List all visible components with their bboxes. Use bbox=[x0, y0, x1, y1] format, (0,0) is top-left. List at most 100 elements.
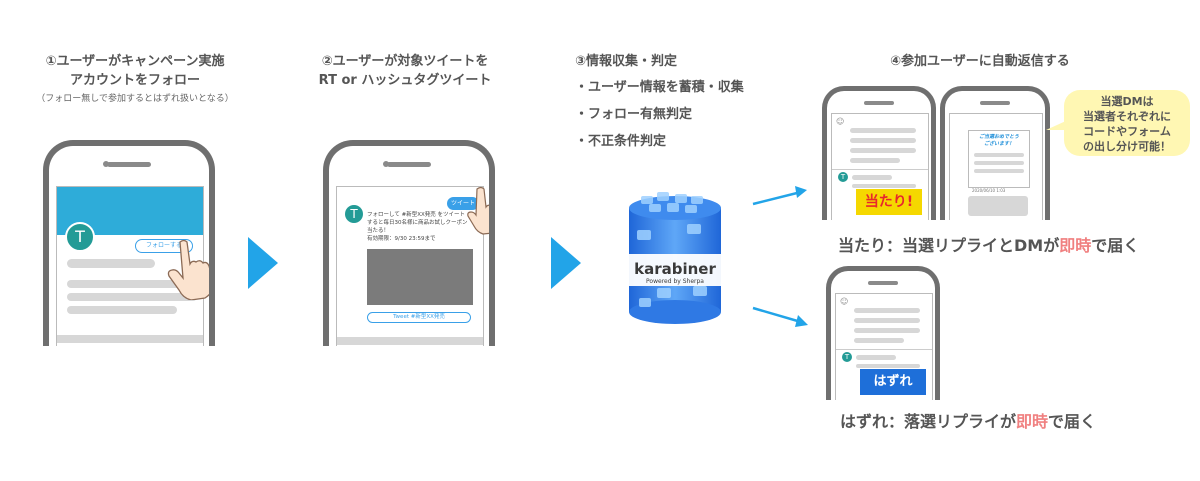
follow-button-label: フォローする bbox=[145, 242, 182, 249]
profile-tabs-bar bbox=[57, 335, 203, 343]
bubble-line: の出し分け可能！ bbox=[1083, 140, 1171, 153]
step4-title: ④参加ユーザーに自動返信する bbox=[890, 54, 1070, 69]
reply-avatar: T bbox=[842, 352, 852, 362]
avatar-letter: T bbox=[75, 227, 85, 246]
result-arrows bbox=[752, 186, 808, 327]
profile-text-bar bbox=[67, 280, 197, 288]
lose-result-suffix: で届く bbox=[1048, 412, 1097, 431]
bubble-line: 当選DMは bbox=[1100, 95, 1154, 108]
dm-card-bar bbox=[974, 153, 1024, 157]
profile-text-bar bbox=[67, 293, 197, 301]
flow-arrow-1 bbox=[248, 237, 278, 289]
dm-card-bar bbox=[974, 169, 1024, 173]
tweet-cta-label: Tweet #新型XX発売 bbox=[393, 314, 445, 320]
arrow-to-lose bbox=[752, 306, 802, 324]
win-result-highlight: 即時 bbox=[1059, 236, 1092, 255]
win-badge-label: 当たり! bbox=[864, 194, 914, 210]
bubble-tail bbox=[1046, 120, 1068, 130]
reply-divider bbox=[832, 169, 928, 170]
reply-text-bar bbox=[856, 364, 920, 368]
karabiner-name: karabiner bbox=[634, 260, 716, 278]
dm-card: ご当選おめでとう ございます！ bbox=[968, 130, 1030, 188]
reply-text-bar bbox=[850, 138, 916, 143]
tweet-button-label: ツイート bbox=[450, 200, 475, 207]
win-badge: 当たり! bbox=[856, 189, 922, 215]
reply-text-bar bbox=[850, 158, 900, 163]
lose-badge-label: はずれ bbox=[873, 374, 913, 389]
phone1-screen: T フォローする bbox=[56, 186, 204, 346]
step1-title-line2: アカウントをフォロー bbox=[69, 73, 200, 88]
tweet-tabs-bar bbox=[337, 337, 483, 345]
win-result-suffix: で届く bbox=[1091, 236, 1140, 255]
phone-win-dm: ご当選おめでとう ございます！ 2020/06/10 1:03 bbox=[940, 86, 1050, 220]
phone-speaker bbox=[864, 101, 894, 105]
step3-title: ③情報収集・判定 bbox=[575, 54, 678, 69]
bubble-line: 当選者それぞれに bbox=[1083, 110, 1171, 123]
tweet-image-placeholder bbox=[367, 249, 473, 305]
step2-title-line1: ②ユーザーが対象ツイートを bbox=[321, 54, 489, 69]
tweet-line: 当たる！ bbox=[367, 228, 390, 234]
phone-win-reply: ☺ T 当たり! bbox=[822, 86, 936, 220]
phone-speaker bbox=[868, 281, 898, 285]
step1-note: （フォロー無しで参加するとはずれ扱いとなる） bbox=[36, 94, 234, 104]
phone-lose-reply: ☺ T はずれ bbox=[826, 266, 940, 400]
phone-step2: ツイート T フォローして #新型XX発売 をツイート すると毎日30名様に商品… bbox=[323, 140, 495, 346]
dm-info-bubble: 当選DMは 当選者それぞれに コードやフォーム の出し分け可能！ bbox=[1064, 90, 1190, 156]
follow-button[interactable]: フォローする bbox=[135, 239, 193, 253]
tweet-line: フォローして #新型XX発売 をツイート bbox=[367, 212, 465, 218]
step3-bullet: ・フォロー有無判定 bbox=[575, 107, 693, 122]
profile-name-bar bbox=[67, 259, 155, 268]
tweet-cta-button[interactable]: Tweet #新型XX発売 bbox=[367, 312, 471, 323]
reply-text-bar bbox=[854, 328, 920, 333]
tapping-hand-icon bbox=[167, 239, 209, 300]
dm-gray-block bbox=[968, 196, 1028, 216]
dm-card-text: ご当選おめでとう ございます！ bbox=[969, 134, 1029, 148]
profile-text-bar bbox=[67, 306, 177, 314]
step3-bullet: ・ユーザー情報を蓄積・収集 bbox=[575, 80, 744, 95]
reply-name-bar bbox=[856, 355, 896, 360]
dm-card-line: ございます！ bbox=[983, 141, 1014, 147]
phone-speaker bbox=[387, 162, 431, 167]
reply-text-bar bbox=[852, 184, 916, 188]
reply-text-bar bbox=[854, 338, 904, 343]
karabiner-container-graphic bbox=[629, 192, 721, 324]
tweet-line: すると毎日30名様に商品お試しクーポン bbox=[367, 220, 468, 226]
lose-badge: はずれ bbox=[860, 369, 926, 395]
smiley-icon: ☺ bbox=[840, 297, 849, 306]
reply-text-bar bbox=[850, 148, 916, 153]
phone-speaker bbox=[980, 101, 1010, 105]
dm-timestamp: 2020/06/10 1:03 bbox=[972, 188, 1006, 193]
arrow-to-lose-head bbox=[795, 315, 808, 327]
tweet-line: 有効期限：9/30 23:59まで bbox=[367, 236, 436, 242]
lose-reply-screen: ☺ T はずれ bbox=[835, 293, 933, 400]
step2-title-line2: RT or ハッシュタグツイート bbox=[318, 73, 492, 88]
step3-bullet: ・不正条件判定 bbox=[575, 134, 667, 149]
karabiner-tagline: Powered by Sherpa bbox=[646, 278, 704, 285]
smiley-icon: ☺ bbox=[836, 117, 845, 126]
phone-step1: T フォローする bbox=[43, 140, 215, 346]
arrow-to-win bbox=[752, 190, 802, 206]
reply-text-bar bbox=[850, 128, 916, 133]
lose-result-prefix: はずれ：落選リプライが bbox=[840, 412, 1017, 431]
reply-avatar: T bbox=[838, 172, 848, 182]
win-result-text: 当たり：当選リプライとDMが即時で届く bbox=[838, 232, 1139, 256]
karabiner-cylinder: karabiner Powered by Sherpa bbox=[627, 190, 723, 326]
step1-title: ①ユーザーがキャンペーン実施 アカウントをフォロー （フォロー無しで参加するとは… bbox=[0, 52, 270, 109]
step1-title-line1: ①ユーザーがキャンペーン実施 bbox=[45, 54, 225, 69]
reply-text-bar bbox=[854, 308, 920, 313]
phone2-screen: ツイート T フォローして #新型XX発売 をツイート すると毎日30名様に商品… bbox=[336, 186, 484, 346]
tapping-hand-icon bbox=[467, 186, 489, 235]
reply-name-bar bbox=[852, 175, 892, 180]
phone-camera bbox=[383, 161, 389, 167]
win-dm-screen: ご当選おめでとう ございます！ 2020/06/10 1:03 bbox=[949, 113, 1043, 220]
reply-text-bar bbox=[854, 318, 920, 323]
dm-card-bar bbox=[974, 161, 1024, 165]
win-result-prefix: 当たり：当選リプライとDMが bbox=[838, 236, 1060, 255]
reply-divider bbox=[836, 349, 932, 350]
profile-avatar: T bbox=[65, 222, 95, 252]
lose-result-highlight: 即時 bbox=[1016, 412, 1049, 431]
step2-title: ②ユーザーが対象ツイートを RT or ハッシュタグツイート bbox=[290, 52, 520, 90]
arrow-to-win-head bbox=[795, 186, 807, 198]
win-reply-screen: ☺ T 当たり! bbox=[831, 113, 929, 220]
tweet-avatar: T bbox=[345, 205, 363, 223]
